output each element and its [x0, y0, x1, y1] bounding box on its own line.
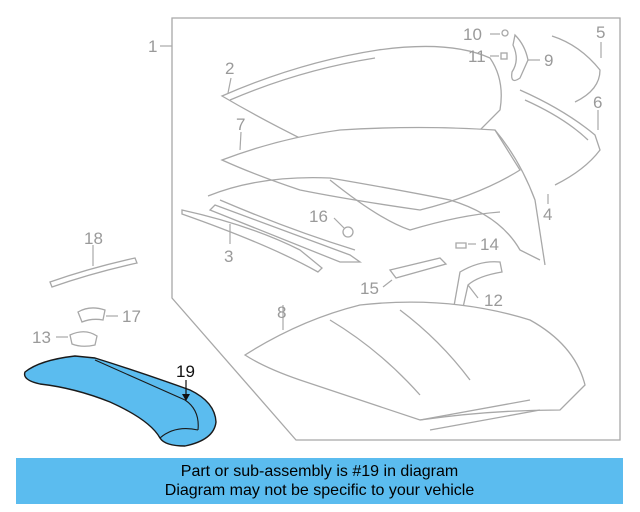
part-frame-bows [207, 177, 541, 261]
part-7-headliner [220, 126, 521, 211]
callout-11: 11 [468, 47, 486, 66]
part-10-bolt [501, 29, 509, 37]
callout-12: 12 [484, 291, 503, 310]
part-5-weatherstrip [551, 35, 601, 103]
part-15-latch [388, 257, 448, 279]
part-8-hard-top [243, 301, 586, 421]
callout-4: 4 [543, 205, 552, 224]
callout-13: 13 [32, 328, 51, 347]
part-9-bracket [511, 33, 529, 82]
part-11-clip [500, 52, 508, 60]
callout-5: 5 [596, 23, 605, 42]
callout-10: 10 [463, 25, 482, 44]
callout-6: 6 [593, 93, 602, 112]
callout-16: 16 [309, 207, 328, 226]
callout-2: 2 [225, 59, 234, 78]
callout-9: 9 [544, 51, 553, 70]
callout-3: 3 [224, 247, 233, 266]
part-3-side-rail [181, 209, 323, 273]
banner-line-2: Diagram may not be specific to your vehi… [164, 482, 475, 499]
part-14-screw [455, 242, 467, 249]
part-19-highlighted [23, 355, 217, 447]
callout-7: 7 [236, 115, 245, 134]
callout-19: 19 [176, 362, 195, 381]
callout-17: 17 [122, 307, 141, 326]
assembly-frame [171, 17, 621, 441]
part-16-clip [342, 226, 354, 238]
part-13-bracket [69, 331, 98, 347]
callout-8: 8 [277, 303, 286, 322]
banner-line-1: Part or sub-assembly is #19 in diagram [180, 463, 459, 480]
callout-1: 1 [148, 37, 157, 56]
callout-14: 14 [480, 235, 499, 254]
part-12-hinge [453, 261, 503, 314]
part-18-trim-strip [49, 257, 138, 288]
part-6-weatherstrip [519, 89, 601, 186]
callout-15: 15 [360, 279, 379, 298]
callout-18: 18 [84, 229, 103, 248]
info-banner: Part or sub-assembly is #19 in diagram D… [16, 458, 623, 504]
part-17-bracket [77, 307, 106, 323]
